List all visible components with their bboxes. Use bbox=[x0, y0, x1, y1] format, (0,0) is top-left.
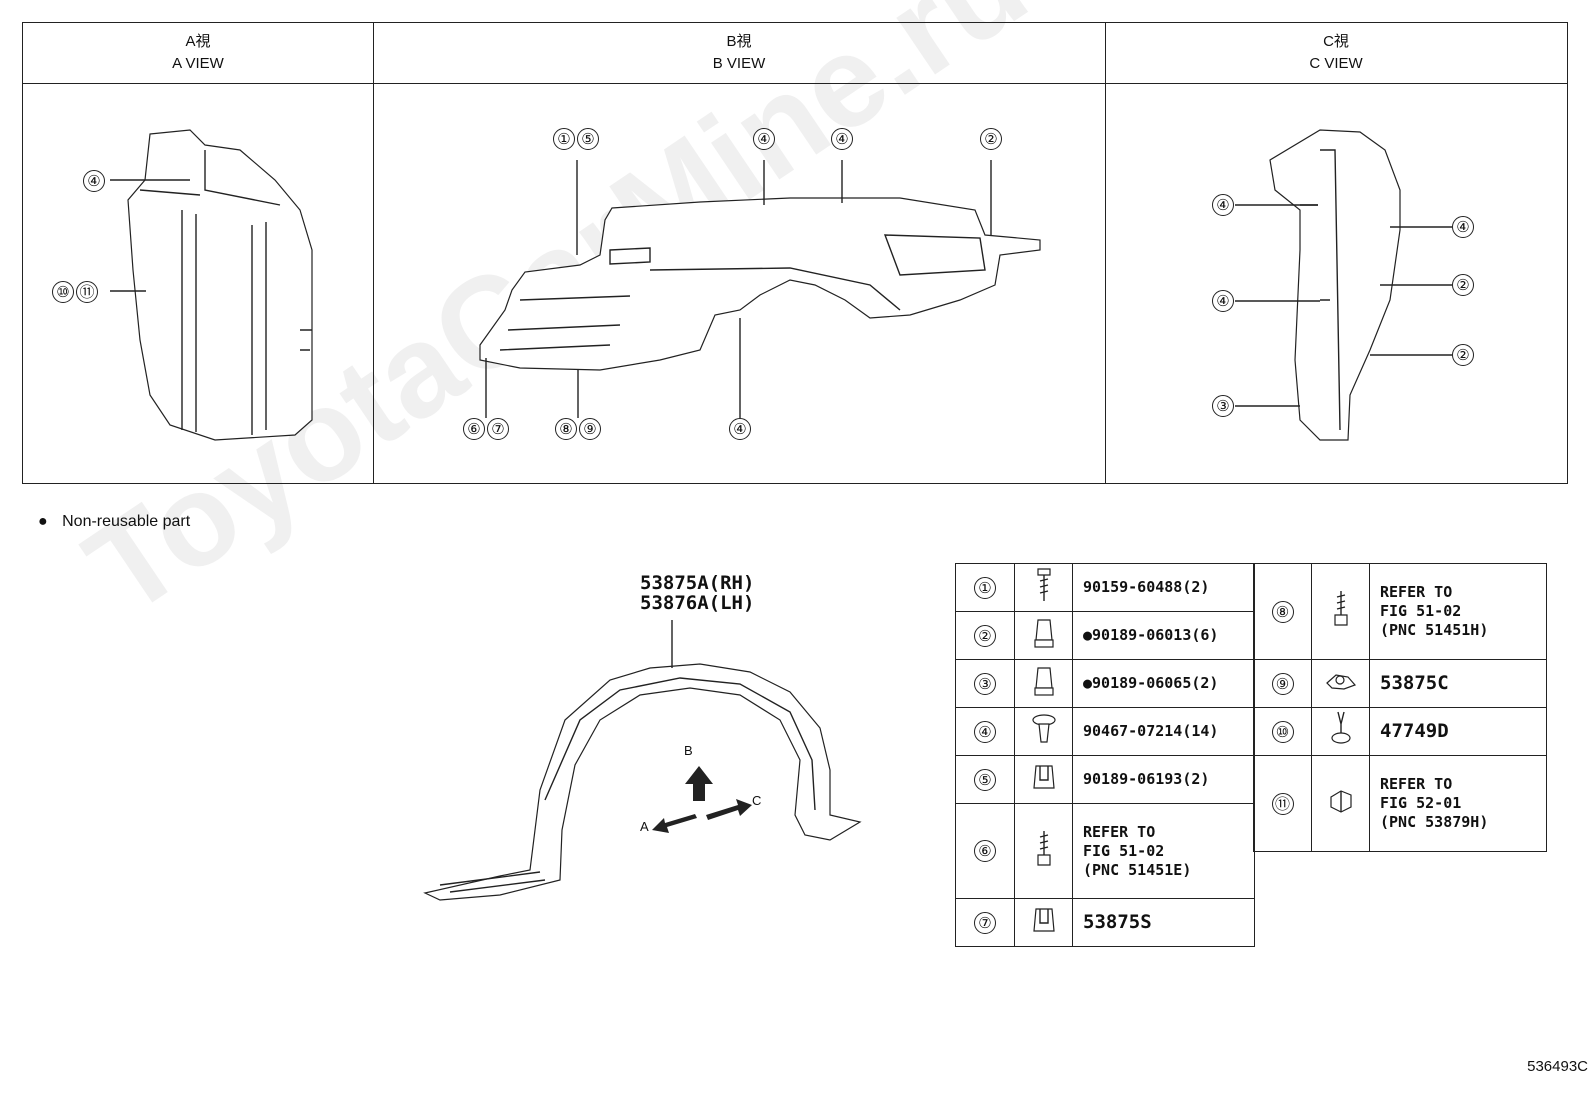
view-a-callout-4: ④ bbox=[83, 170, 105, 192]
part-number: ●90189-06065(2) bbox=[1072, 659, 1255, 708]
item-number: ⑩ bbox=[1271, 720, 1294, 743]
part-number-rh: 53875A(RH) bbox=[640, 572, 755, 594]
clip-icon bbox=[1033, 667, 1054, 696]
retainer-icon bbox=[1330, 711, 1351, 744]
item-number: ⑦ bbox=[974, 911, 996, 934]
push-clip-icon bbox=[1031, 714, 1056, 743]
table-row: ⑪ REFER TO FIG 52-01 (PNC 53879H) bbox=[1253, 755, 1547, 852]
table-row: ① 90159-60488(2) bbox=[955, 563, 1255, 612]
view-c-callout-2: ② bbox=[1452, 344, 1474, 366]
view-c-liner-drawing bbox=[1235, 129, 1452, 441]
view-a-callout-10-11: ⑩ ⑪ bbox=[52, 281, 98, 303]
table-row: ④ 90467-07214(14) bbox=[955, 707, 1255, 756]
part-number-lh: 53876A(LH) bbox=[640, 592, 755, 614]
view-b-callout-4: ④ bbox=[753, 128, 775, 150]
item-number: ⑨ bbox=[1271, 672, 1294, 695]
table-row: ⑤ 90189-06193(2) bbox=[955, 755, 1255, 804]
table-row: ② ●90189-06013(6) bbox=[955, 611, 1255, 660]
part-number: ●90189-06013(6) bbox=[1072, 611, 1255, 660]
view-a-liner-drawing bbox=[110, 129, 313, 441]
views-panel: A視 A VIEW B視 B VIEW C視 C VIEW bbox=[22, 22, 1568, 484]
item-number: ③ bbox=[974, 672, 996, 695]
table-row: ⑧ REFER TO FIG 51-02 (PNC 51451H) bbox=[1253, 563, 1547, 660]
view-c-callout-2: ② bbox=[1452, 274, 1474, 296]
part-number: 53875S bbox=[1072, 898, 1255, 947]
arrow-label-c: C bbox=[752, 793, 762, 808]
callout-marker: ⑧ bbox=[555, 418, 577, 440]
item-number: ⑤ bbox=[974, 768, 996, 791]
view-b-liner-drawing bbox=[479, 160, 1041, 418]
item-number: ⑧ bbox=[1271, 600, 1294, 623]
table-row: ⑩ 47749D bbox=[1253, 707, 1547, 756]
bolt-icon bbox=[1036, 830, 1051, 866]
divider bbox=[23, 83, 1567, 84]
callout-marker: ④ bbox=[83, 170, 105, 192]
item-number: ① bbox=[974, 576, 996, 599]
table-row: ⑥ REFER TO FIG 51-02 (PNC 51451E) bbox=[955, 803, 1255, 899]
view-a-header: A視 A VIEW bbox=[23, 23, 373, 83]
view-c-callout-4: ④ bbox=[1212, 194, 1234, 216]
divider bbox=[1105, 23, 1106, 483]
clip-icon bbox=[1033, 619, 1054, 648]
non-reusable-bullet-icon: ● bbox=[38, 513, 48, 530]
callout-marker: ① bbox=[553, 128, 575, 150]
view-b-callout-4: ④ bbox=[831, 128, 853, 150]
nut-clip-icon bbox=[1032, 908, 1055, 932]
nut-clip-icon bbox=[1032, 765, 1055, 789]
arrow-label-a: A bbox=[640, 819, 649, 834]
view-b-callout-2: ② bbox=[980, 128, 1002, 150]
view-a-title-jp: A視 bbox=[185, 33, 211, 50]
view-b-title: B VIEW bbox=[712, 55, 766, 72]
divider bbox=[373, 23, 374, 483]
view-b-callout-8-9: ⑧ ⑨ bbox=[555, 418, 601, 440]
view-c-title-jp: C視 bbox=[1323, 33, 1349, 50]
callout-marker: ⑩ bbox=[52, 281, 74, 303]
legend-text: Non-reusable part bbox=[62, 513, 191, 530]
arrow-label-b: B bbox=[684, 743, 693, 758]
item-number: ④ bbox=[974, 720, 996, 743]
callout-marker: ⑥ bbox=[463, 418, 485, 440]
figure-id: 536493C bbox=[1527, 1058, 1588, 1075]
callout-marker: ⑤ bbox=[577, 128, 599, 150]
legend: ● Non-reusable part bbox=[38, 513, 190, 531]
part-number: 90159-60488(2) bbox=[1072, 563, 1255, 612]
table-row: ⑦ 53875S bbox=[955, 898, 1255, 947]
part-number: REFER TO FIG 51-02 (PNC 51451E) bbox=[1072, 803, 1255, 899]
view-c-callout-4: ④ bbox=[1212, 290, 1234, 312]
main-part-label: 53875A(RH) 53876A(LH) bbox=[640, 573, 754, 613]
part-number: 47749D bbox=[1369, 707, 1547, 756]
part-number: 90467-07214(14) bbox=[1072, 707, 1255, 756]
table-row: ③ ●90189-06065(2) bbox=[955, 659, 1255, 708]
callout-marker: ⑪ bbox=[76, 281, 98, 303]
view-c-callout-4: ④ bbox=[1452, 216, 1474, 238]
view-b-header: B視 B VIEW bbox=[373, 23, 1105, 83]
part-number: REFER TO FIG 51-02 (PNC 51451H) bbox=[1369, 563, 1547, 660]
main-liner-drawing bbox=[423, 620, 862, 901]
bolt-icon bbox=[1333, 591, 1348, 626]
item-number: ② bbox=[974, 624, 996, 647]
bolt-icon bbox=[1036, 568, 1051, 601]
fastener-table-right: ⑧ REFER TO FIG 51-02 (PNC 51451H) ⑨ 5387… bbox=[1253, 563, 1547, 852]
clip-icon bbox=[1329, 790, 1352, 813]
view-a-title: A VIEW bbox=[172, 55, 224, 72]
view-b-callout-1-5: ① ⑤ bbox=[553, 128, 599, 150]
callout-marker: ⑦ bbox=[487, 418, 509, 440]
part-number: 90189-06193(2) bbox=[1072, 755, 1255, 804]
nut-icon bbox=[1325, 674, 1356, 690]
view-b-callout-4: ④ bbox=[729, 418, 751, 440]
view-c-title: C VIEW bbox=[1309, 55, 1363, 72]
view-b-callout-6-7: ⑥ ⑦ bbox=[463, 418, 509, 440]
part-number: 53875C bbox=[1369, 659, 1547, 708]
item-number: ⑥ bbox=[974, 840, 996, 862]
view-c-callout-3: ③ bbox=[1212, 395, 1234, 417]
table-row: ⑨ 53875C bbox=[1253, 659, 1547, 708]
item-number: ⑪ bbox=[1271, 792, 1294, 815]
fastener-table-left: ① 90159-60488(2) ② ●90189-06013(6) ③ ●90… bbox=[955, 563, 1255, 947]
view-c-header: C視 C VIEW bbox=[1105, 23, 1567, 83]
part-number: REFER TO FIG 52-01 (PNC 53879H) bbox=[1369, 755, 1547, 852]
callout-marker: ⑨ bbox=[579, 418, 601, 440]
view-b-title-jp: B視 bbox=[726, 33, 752, 50]
